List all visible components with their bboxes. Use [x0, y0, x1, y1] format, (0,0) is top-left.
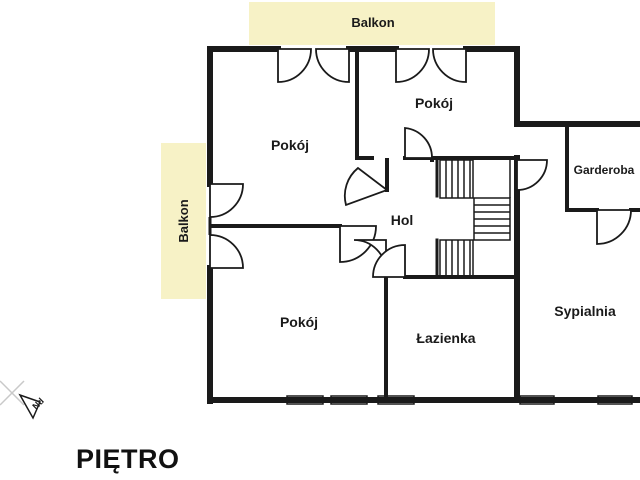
- door-hall-left-bottom: [339, 225, 377, 263]
- north-arrow-icon: Nd: [0, 380, 46, 420]
- balcony-top-label: Balkon: [351, 15, 394, 30]
- balcony-left-label: Balkon: [176, 199, 191, 242]
- balcony-top: [249, 2, 495, 45]
- door-bathroom: [372, 244, 406, 278]
- balcony-left: [161, 143, 206, 299]
- room-label-sypialnia: Sypialnia: [554, 303, 616, 319]
- door-left-b: [209, 234, 244, 269]
- floor-title: PIĘTRO: [76, 444, 180, 474]
- door-hall-top: [404, 127, 433, 159]
- door-hall-left-top: [343, 166, 389, 207]
- room-label-hol: Hol: [391, 212, 414, 228]
- doors: [209, 48, 632, 278]
- door-left-a: [209, 183, 244, 218]
- door-bedroom: [516, 159, 548, 191]
- room-label-garderoba: Garderoba: [574, 163, 635, 177]
- staircase: [439, 159, 511, 278]
- compass-label: Nd: [30, 396, 46, 412]
- door-top-left-b: [315, 48, 350, 83]
- door-top-right-a: [395, 48, 430, 83]
- room-label-pokoj-bottom: Pokój: [280, 314, 318, 330]
- room-label-lazienka: Łazienka: [416, 330, 475, 346]
- door-top-right-b: [432, 48, 467, 83]
- door-top-left-a: [277, 48, 312, 83]
- door-wardrobe: [596, 209, 632, 245]
- room-label-pokoj-left-top: Pokój: [271, 137, 309, 153]
- room-label-pokoj-right-top: Pokój: [415, 95, 453, 111]
